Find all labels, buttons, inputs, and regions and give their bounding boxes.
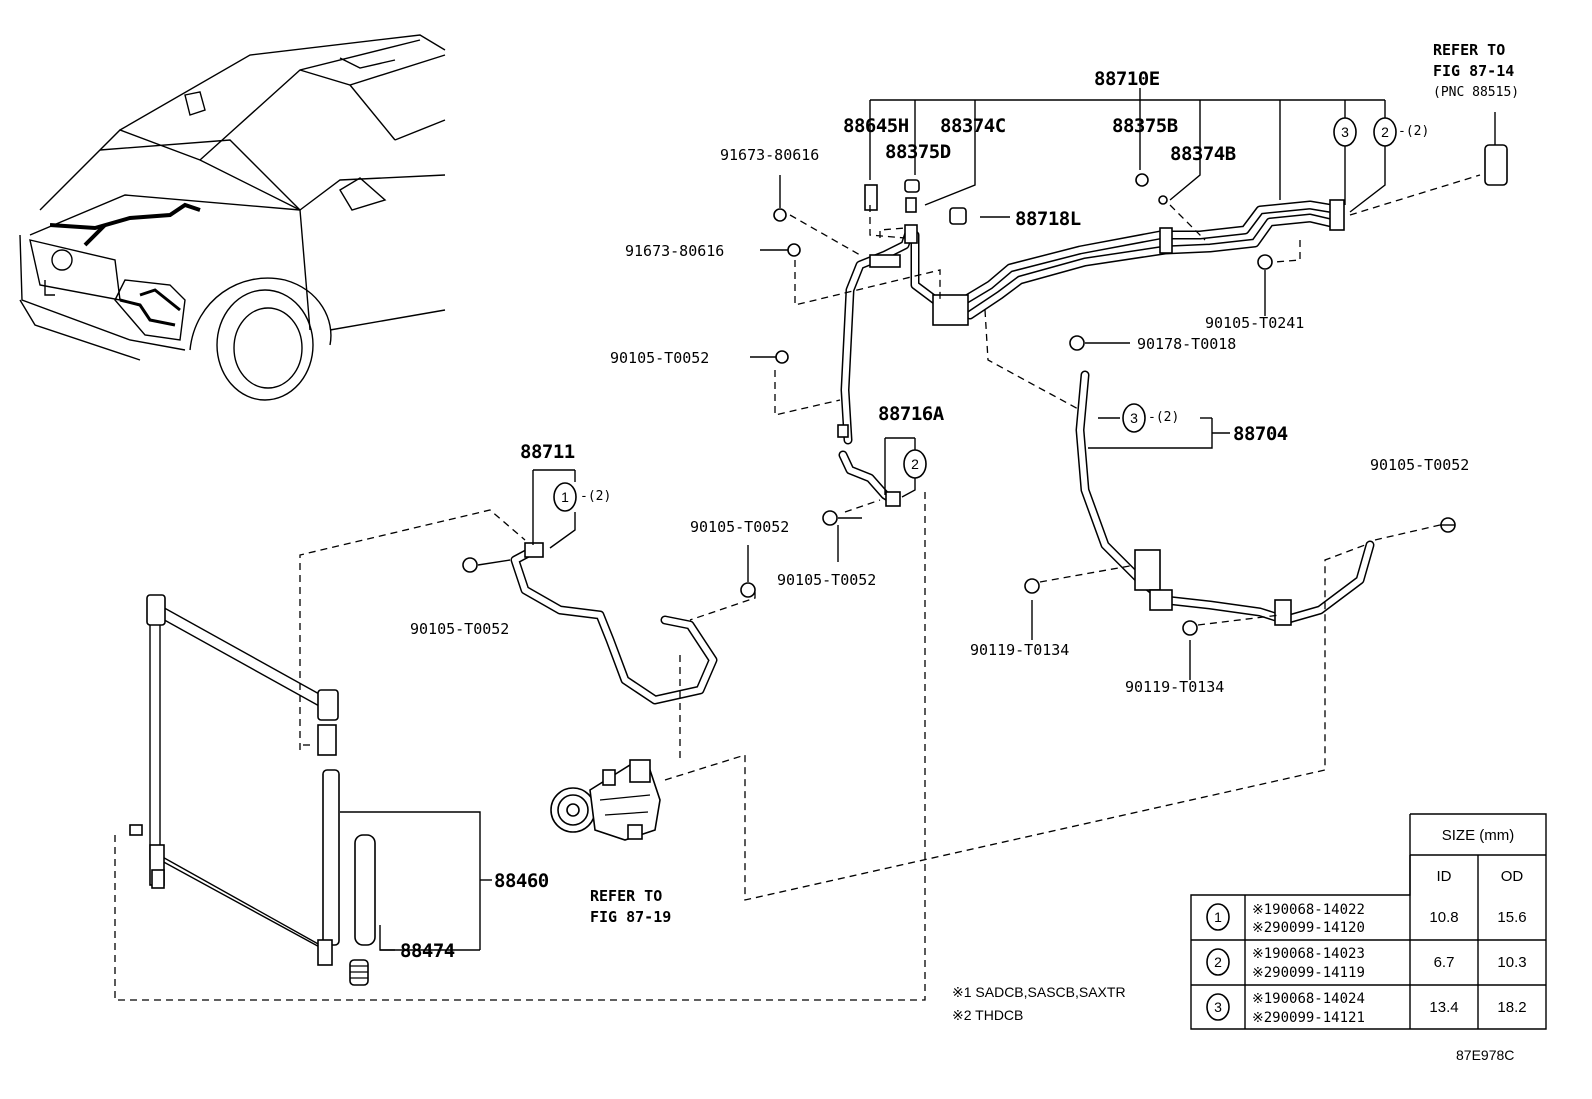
qty-ref-3: -(2): [1148, 410, 1179, 425]
label-88645H: 88645H: [843, 115, 909, 137]
table-row2-ref: 2: [1214, 954, 1222, 970]
label-88711: 88711: [520, 441, 575, 463]
table-row1-od: 15.6: [1497, 909, 1526, 926]
label-88704: 88704: [1233, 423, 1288, 445]
table-row3-od: 18.2: [1497, 999, 1526, 1016]
part-labels: 88710E 88645H 88374C 88375D 88375B 88374…: [400, 41, 1519, 962]
table-row3-id: 13.4: [1429, 999, 1458, 1016]
label-88460: 88460: [494, 870, 549, 892]
label-88375B: 88375B: [1112, 115, 1178, 137]
label-88710E: 88710E: [1094, 68, 1160, 90]
label-bolt-90105-a: 90105-T0052: [610, 349, 709, 367]
label-bolt-91673-b: 91673-80616: [625, 242, 724, 260]
pipes: [510, 199, 1375, 705]
bolts: [462, 208, 1456, 636]
label-88375D: 88375D: [885, 141, 951, 163]
refer-compressor-line1: REFER TO: [590, 887, 662, 905]
table-row1-ref: 1: [1214, 909, 1222, 925]
table-row3-pn2: ※290099-14121: [1252, 1010, 1365, 1026]
refer-top-line1: REFER TO: [1433, 41, 1505, 59]
circle-ref-1-88711: 1: [561, 489, 569, 505]
label-88716A: 88716A: [878, 403, 945, 425]
table-row1-pn1: ※190068-14022: [1252, 902, 1365, 918]
table-row3-ref: 3: [1214, 999, 1222, 1015]
label-bolt-90105-e: 90105-T0052: [1370, 456, 1469, 474]
label-88374B: 88374B: [1170, 143, 1236, 165]
circle-ref-2-88716A: 2: [911, 456, 919, 472]
refer-compressor-line2: FIG 87-19: [590, 908, 671, 926]
label-88374C: 88374C: [940, 115, 1006, 137]
label-bolt-91673-a: 91673-80616: [720, 146, 819, 164]
refer-top-line2: FIG 87-14: [1433, 62, 1514, 80]
table-row1-id: 10.8: [1429, 909, 1458, 926]
label-88718L: 88718L: [1015, 208, 1081, 230]
note-1: ※1 SADCB,SASCB,SAXTR: [952, 984, 1126, 1000]
circle-ref-2-top: 2: [1381, 124, 1389, 140]
note-2: ※2 THDCB: [952, 1007, 1023, 1023]
label-bolt-90105-c: 90105-T0052: [690, 518, 789, 536]
label-bolt-90178: 90178-T0018: [1137, 335, 1236, 353]
leader-lines: [340, 88, 1496, 951]
table-row1-pn2: ※290099-14120: [1252, 920, 1365, 936]
label-bolt-90119-b: 90119-T0134: [1125, 678, 1224, 696]
qty-ref-2-top: -(2): [1398, 124, 1429, 139]
applicability-notes: ※1 SADCB,SASCB,SAXTR ※2 THDCB: [952, 984, 1126, 1023]
qty-ref-1: -(2): [580, 489, 611, 504]
label-bolt-90119-a: 90119-T0134: [970, 641, 1069, 659]
circle-ref-3-top: 3: [1341, 124, 1349, 140]
table-row2-id: 6.7: [1434, 954, 1455, 971]
refer-top-line3: (PNC 88515): [1433, 85, 1519, 100]
diagram-code: 87E978C: [1456, 1047, 1514, 1063]
table-row3-pn1: ※190068-14024: [1252, 991, 1365, 1007]
dashed-lines: [114, 174, 1481, 1001]
table-row2-pn2: ※290099-14119: [1252, 965, 1365, 981]
table-row2-od: 10.3: [1497, 954, 1526, 971]
table-row2-pn1: ※190068-14023: [1252, 946, 1365, 962]
circle-ref-3-88704: 3: [1130, 410, 1138, 426]
compressor: [550, 759, 661, 841]
condenser-assembly: [129, 594, 376, 986]
size-table: SIZE (mm) ID OD 1 ※190068-14022 ※290099-…: [1190, 813, 1547, 1030]
label-88474: 88474: [400, 940, 455, 962]
size-table-col-od: OD: [1501, 868, 1524, 885]
label-bolt-90105-d: 90105-T0052: [777, 571, 876, 589]
circled-refs: 3 2 -(2) 2 1 -(2) 3 -(2): [553, 117, 1429, 512]
size-table-title: SIZE (mm): [1442, 827, 1515, 844]
vehicle-illustration: [19, 34, 446, 401]
label-bolt-90105-t0241: 90105-T0241: [1205, 314, 1304, 332]
label-bolt-90105-b: 90105-T0052: [410, 620, 509, 638]
small-parts: [864, 144, 1508, 351]
size-table-col-id: ID: [1437, 868, 1452, 885]
